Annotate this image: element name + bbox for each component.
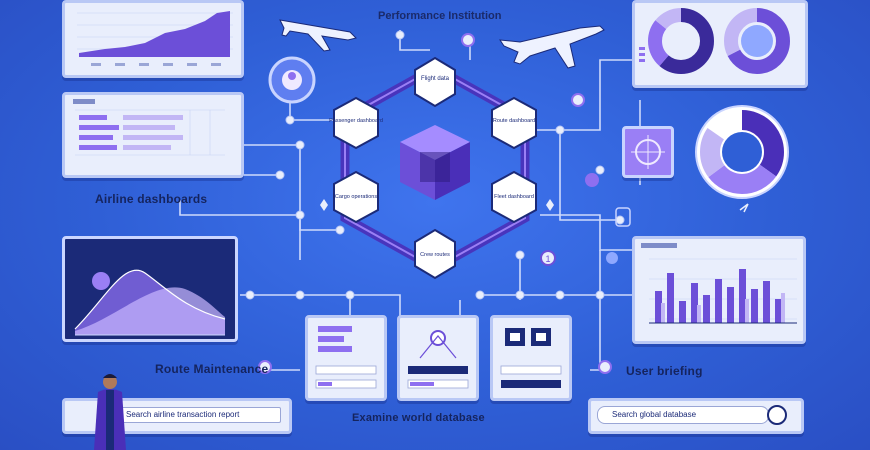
search-small-icon	[258, 360, 272, 374]
hub-node-label: Cargo operations	[335, 194, 377, 200]
bottom-card-left	[305, 315, 387, 401]
card-graphic	[500, 328, 562, 388]
left-search-panel: Search airline transaction report	[62, 398, 292, 434]
hub-node-label: Crew routes	[420, 252, 450, 258]
hub-node-label: Passenger dashboard	[329, 118, 383, 124]
section-label-world-database: Examine world database	[352, 412, 485, 424]
node-dot-icon	[571, 93, 585, 107]
dark-chart-panel	[62, 236, 238, 342]
area-chart	[77, 11, 233, 66]
section-label-route-maintenance: Route Maintenance	[155, 362, 269, 376]
bottom-card-right	[490, 315, 572, 401]
hub-node-upper-right: Route dashboard	[491, 96, 537, 150]
hub-node-label: Route dashboard	[493, 118, 535, 124]
hub-node-label: Flight data	[421, 76, 450, 82]
target-square-icon	[622, 126, 674, 178]
donut-charts	[639, 8, 790, 74]
connector-dots	[245, 30, 625, 300]
hub-node-lower-right: Fleet dashboard	[491, 170, 537, 224]
table-graphic	[73, 99, 225, 156]
hub-node-top: Flight data	[414, 56, 456, 108]
bar-chart-panel	[632, 236, 806, 344]
wave-chart	[74, 269, 226, 336]
small-icons: 1	[258, 33, 749, 374]
hub-node-label: Fleet dashboard	[494, 194, 534, 200]
crosshair-icon	[631, 135, 665, 169]
page-title: Performance Institution	[378, 10, 502, 22]
globe-icon	[606, 252, 618, 264]
card-graphic	[315, 326, 377, 389]
card-graphic	[407, 330, 469, 389]
bar-chart	[641, 243, 797, 324]
node-dot-icon	[461, 33, 475, 47]
left-search-input[interactable]: Search airline transaction report	[121, 407, 281, 423]
airplane-icon	[279, 19, 357, 52]
svg-text:1: 1	[545, 254, 550, 264]
pin-icon	[585, 173, 599, 187]
central-cube-icon	[400, 125, 470, 200]
search-small-icon	[598, 360, 612, 374]
right-search-input[interactable]: Search global database	[597, 406, 769, 424]
airplane-icon	[498, 25, 605, 69]
sparkle-icon	[320, 199, 328, 211]
arrow-icon	[739, 203, 749, 213]
hub-node-upper-left: Passenger dashboard	[329, 96, 383, 150]
section-label-airline-dashboards: Airline dashboards	[95, 192, 208, 206]
section-label-user-briefing: User briefing	[626, 364, 703, 378]
donut-panel	[632, 0, 808, 88]
clipboard-icon	[615, 207, 631, 227]
info-icon	[540, 250, 556, 266]
hub-node-lower-left: Cargo operations	[333, 170, 379, 224]
right-search-panel: Search global database	[588, 398, 804, 434]
area-chart-panel	[62, 0, 244, 78]
sparkle-icon	[546, 199, 554, 211]
table-panel	[62, 92, 244, 178]
hub-node-bottom: Crew routes	[414, 228, 456, 280]
bottom-card-center	[397, 315, 479, 401]
search-icon[interactable]	[767, 405, 787, 425]
